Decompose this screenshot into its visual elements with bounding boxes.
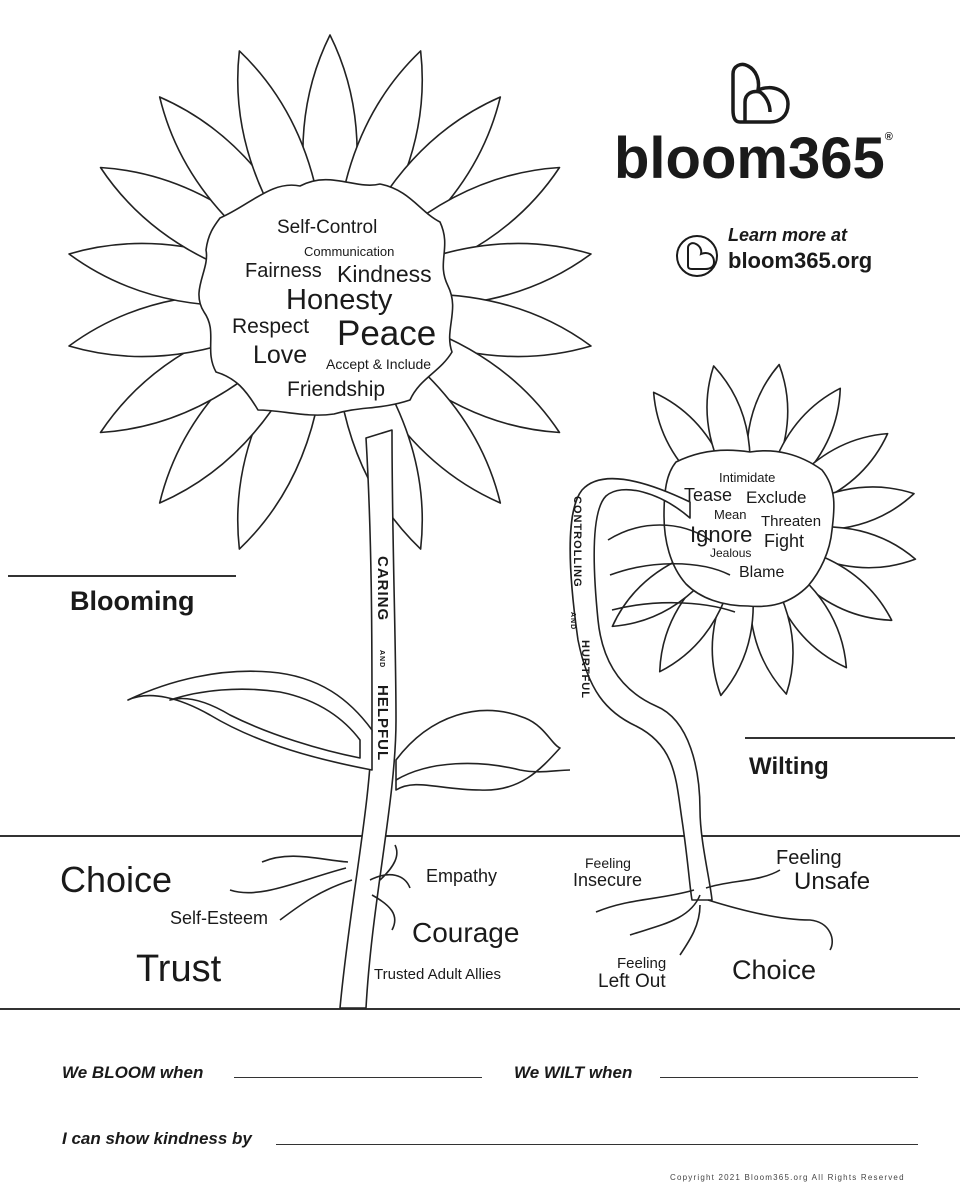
root-choice-wilt: Choice (732, 955, 817, 985)
root-feeling-left-out-1: Feeling (617, 955, 667, 972)
brand-name: bloom365® (614, 126, 893, 191)
root-trust: Trust (136, 948, 222, 990)
prompt-bloom-label: We BLOOM when (62, 1063, 204, 1082)
bloom365-small-logo-icon (676, 235, 718, 277)
petal (776, 577, 848, 669)
stem-label-caring: CARING (374, 556, 391, 622)
word-self-control: Self-Control (277, 217, 378, 238)
kindness-answer-line[interactable] (276, 1144, 918, 1145)
root-feeling-insecure-2: Insecure (573, 870, 643, 890)
root-choice: Choice (60, 859, 173, 900)
website-link[interactable]: bloom365.org (728, 248, 873, 273)
petal (236, 50, 320, 220)
blooming-rule (8, 575, 236, 577)
petal (706, 365, 751, 466)
petal (815, 525, 917, 569)
petal (658, 579, 727, 673)
left-leaf (127, 670, 373, 771)
word-intimidate: Intimidate (719, 470, 776, 485)
blooming-roots (229, 844, 411, 931)
root-feeling-insecure-1: Feeling (585, 855, 631, 871)
word-fight: Fight (764, 531, 805, 551)
word-mean: Mean (714, 507, 747, 522)
petal (711, 595, 755, 697)
word-ignore: Ignore (690, 522, 753, 547)
bloom365-logo-mark (731, 62, 790, 124)
root-feeling-unsafe-1: Feeling (776, 847, 842, 869)
word-threaten: Threaten (761, 513, 822, 530)
wilting-rule (745, 737, 955, 739)
bloom-answer-line[interactable] (234, 1077, 482, 1078)
word-kindness: Kindness (337, 261, 432, 287)
wilting-flower-petals (611, 363, 917, 697)
word-tease: Tease (684, 485, 733, 505)
word-communication: Communication (304, 244, 395, 259)
stem-label-helpful: HELPFUL (374, 685, 391, 762)
word-love: Love (253, 341, 308, 369)
blooming-flower-center (198, 178, 454, 416)
stem-label-and: AND (378, 650, 385, 669)
petal (749, 594, 794, 695)
wilting-leaf (607, 524, 736, 613)
word-accept-include: Accept & Include (326, 356, 432, 372)
prompt-kindness-label: I can show kindness by (62, 1129, 252, 1148)
word-jealous: Jealous (710, 546, 752, 560)
root-feeling-unsafe-2: Unsafe (794, 868, 871, 895)
roots-band (0, 835, 960, 1010)
petal (814, 486, 915, 531)
root-self-esteem: Self-Esteem (170, 908, 269, 928)
petal (799, 553, 893, 622)
stem-label-hurtful: HURTFUL (579, 640, 591, 699)
right-leaf (395, 709, 561, 791)
word-fairness: Fairness (245, 260, 322, 282)
word-peace: Peace (337, 314, 437, 353)
wilting-heading: Wilting (749, 753, 829, 780)
word-blame: Blame (739, 564, 785, 581)
stem-label-controlling: CONTROLLING (571, 496, 583, 588)
root-empathy: Empathy (426, 866, 498, 886)
copyright-text: Copyright 2021 Bloom365.org All Rights R… (670, 1173, 905, 1182)
word-exclude: Exclude (746, 488, 807, 507)
root-feeling-left-out-2: Left Out (598, 971, 666, 992)
word-honesty: Honesty (286, 284, 393, 316)
wilting-flower-stem (569, 477, 713, 901)
root-trusted-adult-allies: Trusted Adult Allies (374, 966, 502, 983)
learn-more-text: Learn more at (728, 225, 848, 245)
wilt-answer-line[interactable] (660, 1077, 918, 1078)
stem-label-and-wilt: AND (569, 612, 576, 631)
wilting-roots (595, 869, 834, 956)
root-courage: Courage (412, 917, 520, 948)
registered-mark: ® (884, 131, 893, 143)
word-friendship: Friendship (287, 378, 386, 401)
prompt-wilt-label: We WILT when (514, 1063, 633, 1082)
blooming-heading: Blooming (70, 586, 195, 616)
blooming-flower-stem (339, 429, 397, 1009)
word-respect: Respect (232, 315, 310, 338)
